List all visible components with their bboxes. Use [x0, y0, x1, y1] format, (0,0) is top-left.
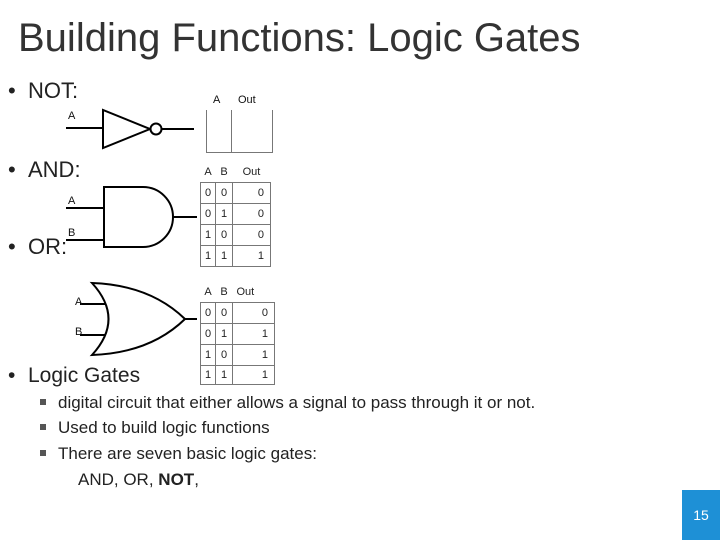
table-row: 1 0 0 [200, 224, 271, 246]
sub-bullet-text: digital circuit that either allows a sig… [58, 393, 536, 412]
table-cell: 0 [200, 323, 216, 345]
gates-list-line: AND, OR, NOT, [78, 470, 199, 490]
and-truth-table: A B Out 0 0 0 0 1 0 1 0 0 1 1 1 [200, 162, 271, 267]
table-cell: 1 [232, 344, 275, 366]
sub-bullet-text: There are seven basic logic gates: [58, 444, 317, 463]
table-cell: 0 [200, 203, 216, 225]
table-cell: 1 [200, 224, 216, 246]
table-cell: 0 [232, 182, 271, 204]
bullet-logic-gates-label: Logic Gates [28, 364, 141, 387]
bullet-and: • AND: [8, 157, 81, 183]
and-input-a-label: A [68, 195, 76, 207]
table-cell: 1 [215, 203, 233, 225]
table-header-cell: A [204, 166, 212, 178]
table-cell: 0 [232, 302, 275, 324]
table-cell: 1 [232, 323, 275, 345]
sub-bullet-definition: digital circuit that either allows a sig… [40, 393, 535, 413]
bullet-dot: • [8, 78, 16, 103]
bullet-dot: • [8, 234, 16, 259]
square-bullet-icon [40, 423, 46, 430]
bullet-or-label: OR: [28, 234, 68, 259]
and-input-b-label: B [68, 227, 76, 239]
table-cell [206, 110, 232, 153]
table-row: 1 0 1 [200, 344, 275, 366]
table-row: 0 1 1 [200, 323, 275, 345]
table-cell: 0 [215, 344, 233, 366]
bullet-not: • NOT: [8, 78, 78, 104]
table-cell: 1 [232, 365, 275, 385]
table-cell: 0 [200, 302, 216, 324]
gates-list-bold: NOT [158, 470, 195, 489]
or-input-b-label: B [75, 326, 83, 338]
table-cell: 1 [200, 245, 216, 267]
table-header-cell: Out [242, 166, 261, 178]
bullet-dot: • [8, 364, 16, 387]
sub-bullet-usage: Used to build logic functions [40, 418, 270, 438]
table-row: 1 1 1 [200, 245, 271, 267]
sub-bullet-text: Used to build logic functions [58, 418, 270, 437]
table-cell: 1 [215, 365, 233, 385]
square-bullet-icon [40, 398, 46, 405]
not-table-header-out: Out [238, 94, 256, 106]
not-table-header-a: A [213, 94, 221, 106]
table-header-row: A B Out [201, 162, 271, 183]
bullet-or: • OR: [8, 234, 67, 260]
table-cell: 0 [215, 182, 233, 204]
sub-bullet-count: There are seven basic logic gates: [40, 444, 317, 464]
table-cell: 0 [232, 203, 271, 225]
or-input-a-label: A [75, 296, 83, 308]
table-cell: 1 [232, 245, 271, 267]
table-cell: 0 [215, 302, 233, 324]
not-gate-icon [66, 108, 194, 150]
not-input-label: A [68, 110, 76, 122]
table-cell [231, 110, 273, 153]
table-header-row: A B Out [201, 282, 275, 303]
bullet-not-label: NOT: [28, 78, 79, 103]
table-cell: 0 [200, 182, 216, 204]
and-gate-icon [66, 186, 197, 248]
table-cell: 1 [215, 245, 233, 267]
table-header-cell: A [204, 286, 212, 298]
table-cell: 1 [200, 365, 216, 385]
bullet-dot: • [8, 157, 16, 182]
bullet-logic-gates: • Logic Gates [8, 364, 140, 388]
slide-title: Building Functions: Logic Gates [18, 16, 581, 60]
table-cell: 1 [215, 323, 233, 345]
table-header-cell: B [220, 286, 228, 298]
page-number-badge: 15 [682, 490, 720, 540]
table-row: 0 0 0 [200, 182, 271, 204]
bullet-and-label: AND: [28, 157, 81, 182]
not-truth-table [206, 110, 273, 153]
gates-list-prefix: AND, OR, [78, 470, 159, 489]
table-header-cell: Out [236, 286, 255, 298]
table-row: 0 0 0 [200, 302, 275, 324]
table-cell: 0 [215, 224, 233, 246]
or-gate-icon [80, 281, 197, 357]
table-cell: 1 [200, 344, 216, 366]
page-number: 15 [693, 507, 709, 523]
table-row: 0 1 0 [200, 203, 271, 225]
or-truth-table: A B Out 0 0 0 0 1 1 1 0 1 1 1 1 [200, 282, 275, 385]
gates-list-suffix: , [194, 470, 199, 489]
table-header-cell: B [220, 166, 228, 178]
table-row: 1 1 1 [200, 365, 275, 385]
square-bullet-icon [40, 449, 46, 456]
table-cell: 0 [232, 224, 271, 246]
